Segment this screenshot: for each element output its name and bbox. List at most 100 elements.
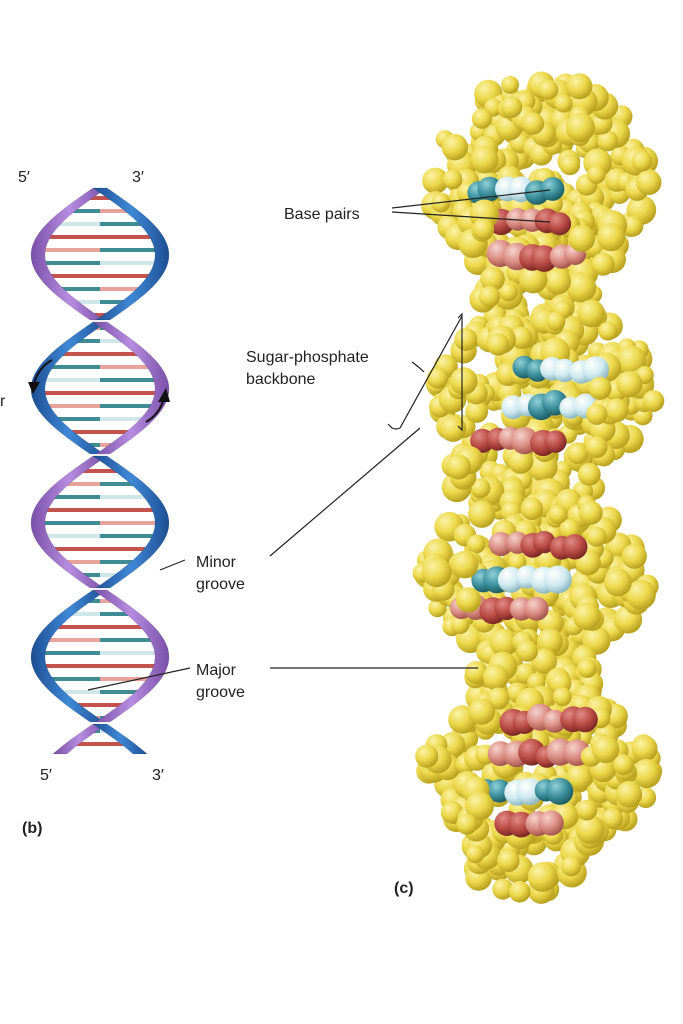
backbone-atom xyxy=(427,367,449,389)
backbone-atom xyxy=(472,218,495,240)
base-atom xyxy=(562,534,588,560)
backbone-atom xyxy=(440,801,464,824)
panel-label-c: (c) xyxy=(394,880,414,897)
backbone-atom xyxy=(508,552,527,571)
base-atom xyxy=(538,810,564,836)
purple-strand xyxy=(92,589,170,723)
backbone-atom xyxy=(615,781,643,808)
backbone-atom xyxy=(455,587,482,613)
backbone-atom xyxy=(482,664,509,691)
backbone-atom xyxy=(631,150,653,172)
backbone-atom xyxy=(616,371,643,398)
backbone-atom xyxy=(538,79,559,100)
backbone-atom xyxy=(508,880,531,903)
backbone-atom xyxy=(586,526,607,547)
backbone-atom xyxy=(450,367,478,395)
backbone-atom xyxy=(518,264,548,294)
base-atom xyxy=(540,177,565,201)
backbone-atom xyxy=(586,403,608,425)
label-backbone: backbone xyxy=(246,371,315,388)
backbone-atom xyxy=(480,266,505,292)
backbone-atom xyxy=(516,640,538,662)
label-minor-groove: groove xyxy=(196,576,245,593)
purple-strand xyxy=(52,723,108,755)
backbone-atom xyxy=(450,550,479,579)
backbone-atom xyxy=(548,504,568,525)
helix-strands xyxy=(30,187,170,755)
base-atom xyxy=(524,596,549,621)
backbone-atom xyxy=(468,500,496,528)
backbone-atom xyxy=(522,112,545,135)
blue-strand xyxy=(92,187,170,321)
backbone-atom xyxy=(616,345,647,376)
label-major: Major xyxy=(196,662,237,679)
backbone-atom xyxy=(501,75,520,94)
backbone-atom xyxy=(597,130,619,152)
backbone-atom xyxy=(465,400,489,423)
backbone-atom xyxy=(604,398,629,423)
backbone-atom xyxy=(561,856,582,877)
base-atom xyxy=(544,430,567,453)
base-atom xyxy=(582,356,609,383)
backbone-atom xyxy=(490,628,518,657)
base-atom xyxy=(543,709,567,733)
base-atom xyxy=(543,565,572,594)
base-atom xyxy=(477,176,502,202)
base-atom xyxy=(547,212,572,236)
blue-strand xyxy=(30,589,108,723)
backbone-atom xyxy=(422,167,449,194)
backbone-atom xyxy=(470,145,499,174)
blue-strand xyxy=(92,455,170,589)
backbone-atom xyxy=(601,808,623,829)
purple-strand xyxy=(92,321,170,455)
backbone-atom xyxy=(588,376,612,400)
backbone-atom xyxy=(454,327,478,351)
backbone-atom xyxy=(421,557,452,588)
strand-end-label-3prime-bottom: 3′ xyxy=(152,767,164,784)
backbone-atom xyxy=(520,497,544,521)
backbone-atom xyxy=(552,687,572,707)
backbone-atom xyxy=(546,311,566,331)
backbone-atom xyxy=(446,454,471,480)
panel-label-b: (b) xyxy=(22,820,42,837)
backbone-atom xyxy=(466,534,486,554)
backbone-atom xyxy=(568,225,596,252)
backbone-atom xyxy=(544,268,571,295)
rotation-arrow-icon xyxy=(145,388,170,423)
backbone-atom xyxy=(587,165,606,184)
backbone-atom xyxy=(604,568,632,597)
backbone-atom xyxy=(465,791,494,821)
backbone-atom xyxy=(625,579,656,610)
backbone-atom xyxy=(531,648,557,674)
backbone-atom xyxy=(567,443,589,465)
base-pair-rungs xyxy=(42,196,158,746)
backbone-atom xyxy=(415,744,439,768)
strand-end-label-3prime-top: 3′ xyxy=(132,169,144,186)
backbone-atom xyxy=(508,448,534,474)
cut-off-label: r xyxy=(0,393,6,410)
backbone-atom xyxy=(464,661,488,684)
backbone-atom xyxy=(621,543,647,569)
backbone-atom xyxy=(471,108,493,129)
backbone-atom xyxy=(499,282,518,302)
backbone-atom xyxy=(450,615,470,635)
label-major-groove: groove xyxy=(196,684,245,701)
backbone-atom xyxy=(572,602,601,631)
backbone-atom xyxy=(576,799,598,821)
backbone-atom xyxy=(441,134,469,161)
backbone-atom xyxy=(468,698,496,725)
backbone-atom xyxy=(492,878,514,900)
backbone-atom xyxy=(577,463,601,486)
backbone-atom xyxy=(566,764,593,791)
rotation-arrow-icon xyxy=(28,359,53,394)
backbone-atom xyxy=(613,754,634,776)
base-atom xyxy=(546,777,574,805)
backbone-atom xyxy=(497,849,520,872)
backbone-atom xyxy=(439,415,467,442)
backbone-atom xyxy=(636,169,662,195)
backbone-atom xyxy=(456,813,478,835)
base-atom xyxy=(488,531,513,557)
backbone-atom xyxy=(578,500,603,525)
backbone-atom xyxy=(486,333,510,356)
backbone-atom xyxy=(442,169,463,190)
